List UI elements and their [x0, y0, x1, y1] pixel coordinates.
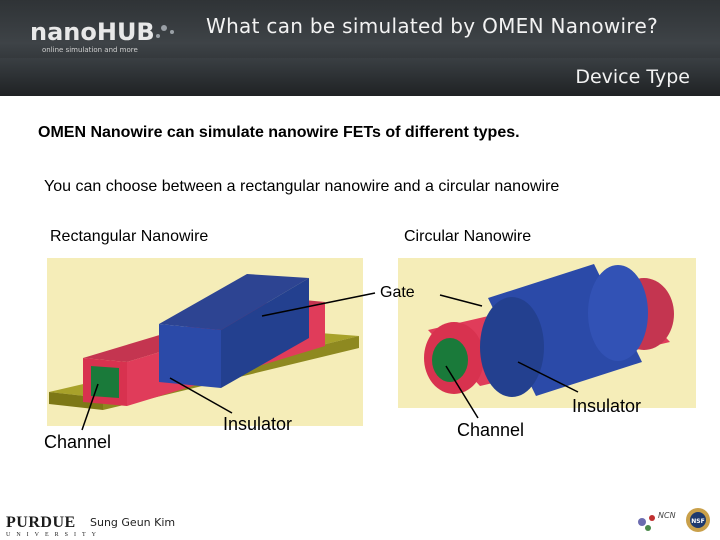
main-heading: OMEN Nanowire can simulate nanowire FETs…	[38, 124, 520, 141]
slide-header: nanoHUB online simulation and more What …	[0, 0, 720, 96]
channel-label-left: Channel	[44, 432, 112, 452]
logo-tagline: online simulation and more	[42, 46, 138, 54]
insulator-arrow-left	[169, 377, 233, 414]
rectangular-nanowire-figure	[47, 258, 363, 426]
gate-arrow-right	[439, 294, 483, 307]
gate-front	[159, 324, 221, 388]
circular-nanowire-figure	[398, 258, 696, 408]
insulator-label-left: Insulator	[223, 414, 293, 434]
nanohub-logo: nanoHUB online simulation and more	[30, 18, 174, 54]
header-band	[0, 58, 720, 96]
nsf-logo: NSF	[686, 508, 710, 532]
insulator-label-right: Insulator	[572, 396, 642, 416]
gate-near-end	[480, 297, 544, 397]
slide-title: What can be simulated by OMEN Nanowire?	[206, 14, 658, 38]
rectangular-nanowire-label: Rectangular Nanowire	[50, 228, 209, 245]
purdue-logo: PURDUE	[6, 514, 76, 531]
gate-label: Gate	[380, 284, 415, 301]
channel-face	[91, 366, 119, 398]
gate-arrow-left	[261, 292, 376, 317]
slide-subtitle: Device Type	[575, 66, 690, 88]
insulator-arrow-right	[517, 361, 579, 393]
channel-label-right: Channel	[457, 420, 525, 440]
purdue-logo-subtext: UNIVERSITY	[6, 532, 102, 538]
gate-top	[159, 274, 309, 330]
gate-side	[221, 278, 309, 388]
gate-far-end	[588, 265, 648, 361]
ncn-logo: NCN	[638, 511, 676, 531]
ncn-logo-text: NCN	[658, 511, 676, 520]
channel-core	[432, 338, 468, 382]
nsf-logo-text: NSF	[691, 518, 704, 525]
body-text: You can choose between a rectangular nan…	[44, 178, 560, 195]
logo-text: nanoHUB	[30, 18, 155, 46]
author-name: Sung Geun Kim	[90, 516, 176, 529]
channel-arrow-left	[81, 383, 99, 431]
channel-arrow-right	[445, 365, 479, 419]
circular-nanowire-label: Circular Nanowire	[404, 228, 532, 245]
